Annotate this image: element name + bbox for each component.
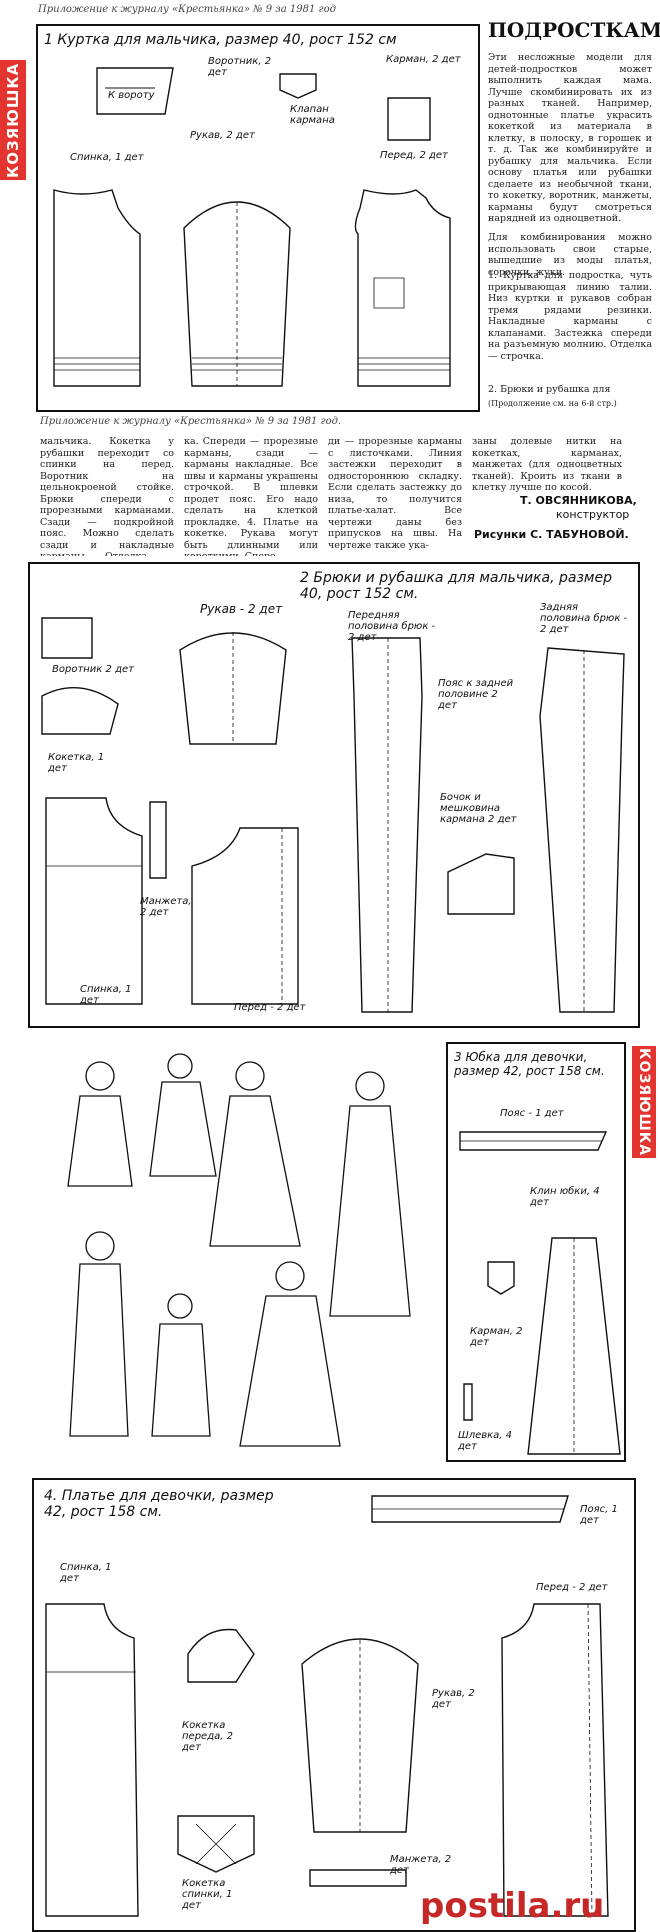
sleeve-piece [182, 188, 292, 388]
pattern-frame-4 [32, 1478, 636, 1932]
author-credit: Т. ОВСЯННИКОВА, [520, 494, 637, 507]
pocket-label: Карман, 2 дет [386, 54, 461, 65]
skirt-pocket-label: Карман, 2 дет [470, 1326, 523, 1348]
dress-belt-piece [370, 1494, 570, 1524]
illustrator-credit: Рисунки С. ТАБУНОВОЙ. [474, 528, 629, 541]
pattern-title: 1 Куртка для мальчика, размер 40, рост 1… [44, 32, 397, 48]
intro-paragraph-3: 1. Куртка для подростка, чуть прикрывающ… [488, 270, 652, 362]
trouser-belt-label: Пояс к задней половине 2 дет [438, 678, 514, 711]
brand-logo-2: КОЗЯЮШКА [632, 1046, 656, 1158]
dress-belt-label: Пояс, 1 дет [580, 1504, 618, 1526]
pattern-title-2: 2 Брюки и рубашка для мальчика, размер 4… [300, 570, 612, 602]
shirt-back-label: Спинка, 1 дет [80, 984, 132, 1006]
intro-paragraph: Эти несложные модели для детей-подростко… [488, 52, 652, 224]
back-piece [52, 188, 144, 388]
back-trouser-piece [538, 646, 628, 1016]
back-trouser-label: Задняя половина брюк - 2 дет [540, 602, 628, 635]
dress-front-label: Перед - 2 дет [536, 1582, 608, 1593]
skirt-belt-piece [458, 1130, 608, 1152]
collar-label: Воротник, 2 дет [208, 56, 272, 78]
shirt-front-label: Перед - 2 дет [234, 1002, 306, 1013]
trouser-pocket-label: Бочок и мешковина кармана 2 дет [440, 792, 517, 825]
shirt-collar-label: Воротник 2 дет [52, 664, 134, 675]
brand-logo: КОЗЯЮШКА [0, 60, 26, 180]
pattern-title-4: 4. Платье для девочки, размер 42, рост 1… [44, 1488, 274, 1520]
skirt-panel-piece [526, 1236, 622, 1456]
author-role: конструктор [556, 508, 630, 521]
page-dress: 4. Платье для девочки, размер 42, рост 1… [0, 1474, 660, 1932]
shirt-cuff-label: Манжета, 2 дет [140, 896, 192, 918]
front-label: Перед, 2 дет [380, 150, 448, 161]
skirt-loop-label: Шлевка, 4 дет [458, 1430, 513, 1452]
pattern-frame-3 [446, 1042, 626, 1462]
pattern-frame-2 [28, 562, 640, 1028]
dress-front-piece [500, 1602, 610, 1918]
shirt-collar-piece [40, 616, 120, 736]
back-yoke-label: Кокетка спинки, 1 дет [182, 1878, 233, 1911]
page-header-2: Приложение к журналу «Крестьянка» № 9 за… [40, 416, 342, 427]
skirt-pocket-piece [486, 1260, 516, 1296]
text-column-2: ка. Спереди — прорезные карманы, сзади —… [184, 436, 318, 562]
back-yoke-piece [176, 1814, 256, 1874]
page-header: Приложение к журналу «Крестьянка» № 9 за… [38, 4, 336, 15]
front-trouser-label: Передняя половина брюк - 2 дет [348, 610, 436, 643]
text-column-4: заны долевые нитки на кокетках, карманах… [472, 436, 622, 493]
intro-paragraph-4: 2. Брюки и рубашка для [488, 384, 611, 395]
shirt-front-piece [190, 826, 300, 1006]
trouser-pocket-piece [446, 852, 516, 916]
shirt-sleeve-piece [178, 626, 288, 746]
text-column-3: ди — прорезные карманы с листочками. Лин… [328, 436, 462, 551]
pattern-title-3: 3 Юбка для девочки, размер 42, рост 158 … [454, 1050, 605, 1078]
section-title: ПОДРОСТКАМ [488, 18, 660, 42]
pocket-flap-label: Клапан кармана [290, 104, 335, 126]
front-piece [356, 188, 452, 388]
page-trousers-shirt: 2 Брюки и рубашка для мальчика, размер 4… [0, 556, 660, 1030]
skirt-loop-piece [462, 1382, 474, 1422]
collar-piece [95, 66, 175, 118]
shirt-cuff-piece [148, 800, 168, 880]
dress-back-label: Спинка, 1 дет [60, 1562, 112, 1584]
watermark: postila.ru [420, 1886, 605, 1926]
shirt-sleeve-label: Рукав - 2 дет [200, 602, 283, 616]
pocket-flap-piece [278, 72, 318, 100]
back-label: Спинка, 1 дет [70, 152, 144, 163]
fashion-illustration [40, 1046, 440, 1456]
collar-tag: К вороту [108, 90, 155, 101]
shirt-yoke-label: Кокетка, 1 дет [48, 752, 105, 774]
skirt-belt-label: Пояс - 1 дет [500, 1108, 564, 1119]
sleeve-label: Рукав, 2 дет [190, 130, 255, 141]
pocket-piece [386, 96, 432, 142]
dress-sleeve-label: Рукав, 2 дет [432, 1688, 475, 1710]
pattern-frame [36, 24, 480, 412]
shirt-back-piece [44, 796, 144, 1006]
page-jacket: КОЗЯЮШКА Приложение к журналу «Крестьянк… [0, 0, 660, 412]
dress-cuff-piece [308, 1868, 408, 1888]
intro-paragraph-2: Для комбинирования можно использовать св… [488, 232, 652, 278]
dress-sleeve-piece [300, 1624, 420, 1834]
page-skirt: 3 Юбка для девочки, размер 42, рост 158 … [0, 1036, 660, 1468]
dress-cuff-label: Манжета, 2 дет [390, 1854, 452, 1876]
dress-back-piece [44, 1602, 140, 1918]
page-text: Приложение к журналу «Крестьянка» № 9 за… [0, 414, 660, 585]
continued-note: (Продолжение см. на 6-й стр.) [488, 399, 617, 408]
front-yoke-label: Кокетка переда, 2 дет [182, 1720, 233, 1753]
front-yoke-piece [186, 1624, 256, 1684]
skirt-panel-label: Клин юбки, 4 дет [530, 1186, 600, 1208]
front-trouser-piece [350, 636, 430, 1016]
